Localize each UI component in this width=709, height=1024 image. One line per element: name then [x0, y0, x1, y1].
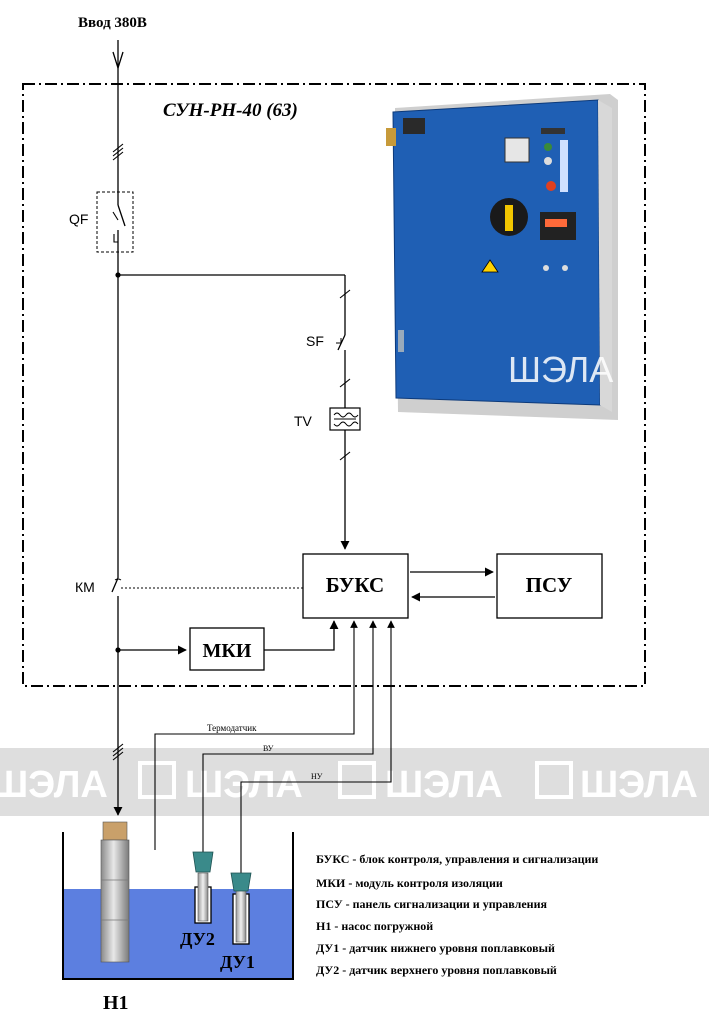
watermark-band-text: ШЭЛА	[0, 764, 108, 806]
legend-item: Н1 - насос погружной	[316, 919, 433, 933]
signal-vu-label: ВУ	[263, 744, 274, 753]
watermark-band-text: ШЭЛА	[385, 764, 503, 806]
signal-thermo-label: Термодатчик	[207, 723, 257, 733]
three-phase-mark	[112, 143, 124, 161]
qf-box	[96, 191, 134, 253]
mki-block	[189, 627, 265, 671]
watermark-band-text: ШЭЛА	[185, 764, 303, 806]
signal-nu-label: НУ	[311, 772, 323, 781]
cabinet-image: ШЭЛА	[386, 94, 618, 420]
watermark-band-text: ШЭЛА	[580, 764, 698, 806]
km-label: КМ	[75, 579, 95, 595]
watermark-band-logos: ШЭЛА ШЭЛА ШЭЛА ШЭЛА	[0, 761, 698, 806]
psu-block	[496, 553, 603, 619]
buks-label: БУКС	[326, 573, 384, 597]
legend-item: БУКС - блок контроля, управления и сигна…	[316, 852, 598, 866]
pump-label: Н1	[103, 992, 129, 1014]
du1-sensor	[230, 872, 252, 945]
buks-block	[302, 553, 409, 619]
panel-title: СУН-РН-40 (63)	[163, 100, 298, 121]
watermark-logo-icon	[338, 761, 376, 799]
du2-label: ДУ2	[180, 929, 215, 949]
tv-label: TV	[294, 413, 313, 429]
du2-sensor	[192, 851, 214, 924]
legend-item: ПСУ - панель сигнализации и управления	[316, 897, 548, 911]
watermark-logo-icon	[535, 761, 573, 799]
pump-image	[100, 821, 130, 963]
tank	[62, 832, 294, 980]
watermark-logo-icon	[138, 761, 176, 799]
du1-label: ДУ1	[220, 952, 255, 972]
input-label: Ввод 380В	[78, 15, 147, 31]
legend: БУКС - блок контроля, управления и сигна…	[316, 852, 598, 977]
psu-label: ПСУ	[526, 573, 573, 597]
sf-label: SF	[306, 333, 324, 349]
three-phase-mark-lower	[112, 743, 124, 761]
panel-boundary	[22, 83, 646, 687]
water	[63, 889, 293, 979]
qf-label: QF	[69, 211, 88, 227]
legend-item: ДУ1 - датчик нижнего уровня поплавковый	[316, 941, 555, 955]
mki-label: МКИ	[203, 640, 252, 662]
legend-item: МКИ - модуль контроля изоляции	[316, 876, 503, 890]
cabinet-watermark: ШЭЛА	[508, 349, 613, 390]
legend-item: ДУ2 - датчик верхнего уровня поплавковый	[316, 963, 557, 977]
